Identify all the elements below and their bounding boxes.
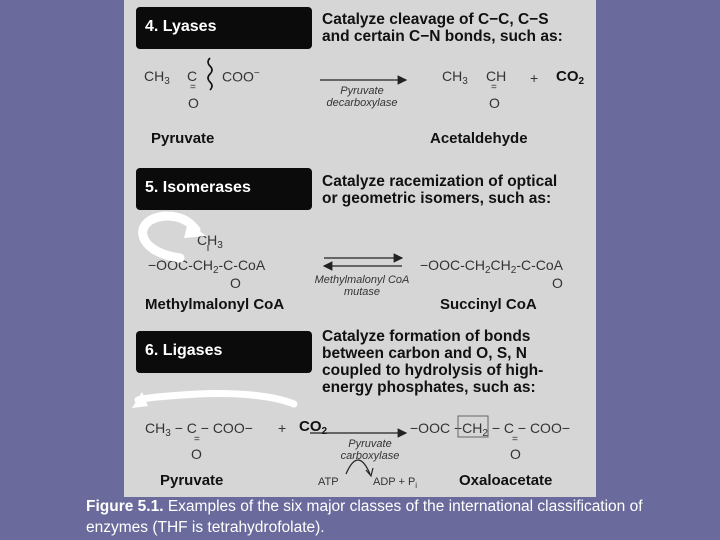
aldehyde-carbon: CH — [486, 68, 507, 84]
methylmalonyl-chain: −OOC-CH2-C-CoA — [148, 257, 266, 276]
carbon-dioxide: CO2 — [556, 68, 585, 87]
atp-adp-curve — [345, 459, 371, 475]
ligases-desc-line-1: Catalyze formation of bonds — [322, 328, 531, 345]
lyases-substrate-name: Pyruvate — [151, 130, 215, 147]
isomerases-header: 5. Isomerases — [136, 168, 312, 210]
atp-label: ATP — [318, 476, 339, 488]
lyases-desc-line-1: Catalyze cleavage of C−C, C−S — [322, 11, 549, 28]
plus-sign: + — [530, 70, 539, 86]
ligases-desc-line-3: coupled to hydrolysis of high- — [322, 362, 544, 379]
isomerases-substrate-name: Methylmalonyl CoA — [145, 296, 285, 313]
ligases-product-name: Oxaloacetate — [459, 472, 553, 489]
lyases-header: 4. Lyases — [136, 7, 312, 49]
rearrangement-arrowhead — [184, 222, 206, 238]
new-bond-highlight — [457, 415, 489, 438]
lyases-product-name: Acetaldehyde — [430, 130, 528, 147]
caption-label: Figure 5.1. — [86, 498, 164, 515]
double-bond: = — [190, 82, 196, 93]
isomerases-desc-line-2: or geometric isomers, such as: — [322, 190, 552, 207]
oxygen-atom: O — [188, 95, 199, 111]
ligases-header: 6. Ligases — [136, 331, 312, 373]
lyases-enzyme-label: Pyruvate decarboxylase — [326, 85, 398, 109]
double-bond: = — [512, 434, 518, 445]
caption-text: Examples of the six major classes of the… — [86, 498, 643, 536]
reaction-arrows-overlay — [132, 57, 489, 478]
plus-sign: + — [278, 420, 287, 436]
oxygen-atom: O — [230, 275, 241, 291]
isomerases-desc-line-1: Catalyze racemization of optical — [322, 173, 558, 190]
carboxylation-arrowhead — [132, 392, 148, 408]
oxaloacetate-chain: −OOC −CH2 − C − COO− — [410, 420, 571, 439]
succinyl-chain: −OOC-CH2CH2-C-CoA — [420, 257, 563, 276]
isomerases-description: Catalyze racemization of optical or geom… — [322, 173, 594, 207]
carboxylate-group: COO− — [222, 68, 260, 85]
pyruvate-chain: CH3 − C − COO− — [145, 420, 253, 439]
ligases-desc-line-4: energy phosphates, such as: — [322, 379, 536, 396]
isomerases-product-name: Succinyl CoA — [440, 296, 537, 313]
adp-pi-label: ADP + Pi — [373, 476, 418, 490]
carboxylation-curve — [134, 390, 298, 408]
carbonyl-carbon: C — [187, 68, 198, 84]
figure-panel: 4. Lyases Catalyze cleavage of C−C, C−S … — [124, 0, 596, 497]
carbon-dioxide: CO2 — [299, 418, 328, 437]
cleavage-wavy-line — [207, 57, 213, 91]
atp-adp-arrowhead — [365, 467, 374, 478]
oxygen-atom: O — [552, 275, 563, 291]
ligases-description: Catalyze formation of bonds between carb… — [322, 328, 594, 396]
oxygen-atom: O — [191, 446, 202, 462]
ligases-substrate-name: Pyruvate — [160, 472, 224, 489]
methyl-group: CH3 — [442, 68, 468, 87]
oxygen-atom: O — [489, 95, 500, 111]
lyases-desc-line-2: and certain C−N bonds, such as: — [322, 28, 563, 45]
figure-caption: Figure 5.1. Examples of the six major cl… — [86, 496, 706, 538]
lyases-description: Catalyze cleavage of C−C, C−S and certai… — [322, 11, 594, 45]
oxygen-atom: O — [510, 446, 521, 462]
double-bond: = — [194, 434, 200, 445]
isomerases-enzyme-label: Methylmalonyl CoA mutase — [314, 274, 410, 298]
methyl-group: CH3 — [144, 68, 170, 87]
double-bond: = — [491, 82, 497, 93]
ligases-enzyme-label: Pyruvate carboxylase — [340, 438, 400, 462]
ligases-desc-line-2: between carbon and O, S, N — [322, 345, 527, 362]
